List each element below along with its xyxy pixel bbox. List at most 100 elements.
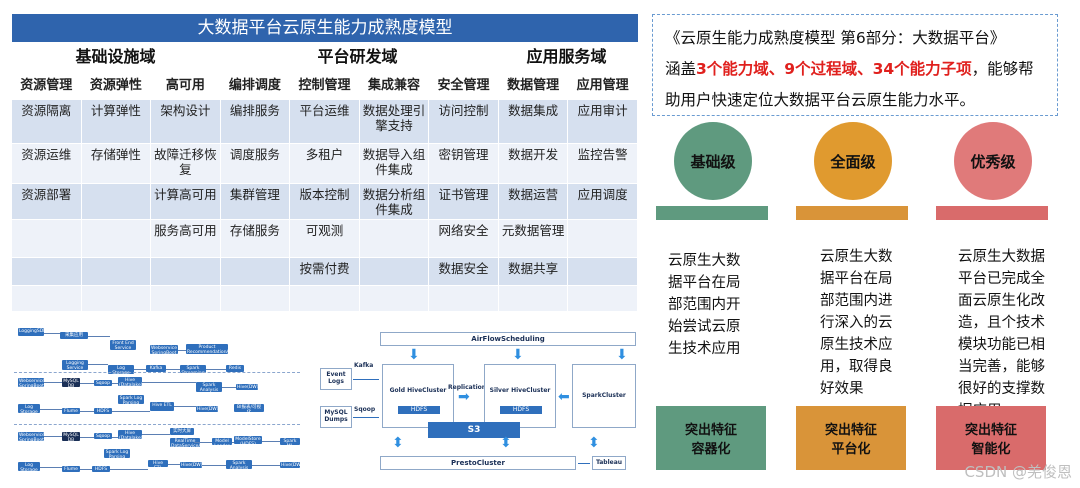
column-header: 集成兼容 [359,72,430,100]
pipeline-node: Spark Streaming [180,365,206,376]
pipeline-node: Spark ML [280,438,300,449]
up-down-arrow-icon: ⬍ [588,435,600,451]
pipeline-node: Hive(DW) [196,406,219,412]
connector-line [88,336,110,337]
level-circle: 优秀级 [954,122,1032,200]
column-header: 控制管理 [290,72,360,100]
table-cell [81,184,152,220]
table-cell: 计算高可用 [151,184,221,220]
pipeline-node: Log Storage [18,404,40,415]
description-line1: 《云原生能力成熟度模型 第6部分：大数据平台》 [665,29,1006,47]
connector-line [262,441,280,442]
event-logs-box: Event Logs [320,368,352,390]
connector-line [353,379,379,380]
table-cell: 存储服务 [220,220,291,258]
table-cell [359,258,430,286]
silver-label: Silver HiveCluster [489,387,551,394]
level-bar [656,206,768,220]
watermark: CSDN @羌俊恩 [964,463,1072,481]
scheduler-box: AirFlowScheduling [380,332,636,346]
table-cell: 数据分析组件集成 [359,184,430,220]
table-cell: 应用审计 [568,100,638,144]
connector-line [40,409,62,410]
description-highlight: 3个能力域、9个过程域、34个能力子项 [696,60,972,78]
table-cell: 数据安全 [429,258,499,286]
pipeline-node: Spark Log Parsing [104,449,130,460]
connector-line [166,369,180,370]
pipeline-node: Spark Analysis [196,382,222,393]
replication-label: Replication [448,384,487,391]
connector-line [232,442,234,443]
table-cell [12,258,82,286]
table-cell [81,220,152,258]
domain-application: 应用服务域 [496,42,638,72]
pipeline-node: Kafka [146,365,166,372]
sparkcluster-box: SparkCluster [572,364,636,428]
pipeline-node: Front End Service [110,340,136,351]
level-feature: 突出特征智能化 [936,406,1046,470]
table-cell [429,286,499,312]
connector-line [194,442,212,443]
cluster-architecture: AirFlowScheduling ⬇ ⬇ ⬇ Event Logs MySQL… [320,332,640,482]
connector-line [142,382,196,383]
section-divider [14,372,300,373]
pipeline-node: Hive(DW) [180,462,203,468]
level-description: 云原生大数据平台在局部范围内开始尝试云原生技术应用 [668,253,741,357]
feature-title: 突出特征 [964,423,1017,438]
pipeline-node: Hive ETL [150,402,174,411]
pipeline-node: Hive (Datalake) [118,377,143,388]
connector-line [252,465,280,466]
connector-line [206,369,226,370]
pipeline-node: Webservice SpringBoot [150,345,178,356]
column-header: 应用管理 [568,72,638,100]
table-cell: 版本控制 [290,184,360,220]
level-feature: 突出特征容器化 [656,406,766,470]
table-cell: 数据开发 [498,144,569,184]
connector-line [80,437,94,438]
connector-line [44,436,62,437]
connector-line [134,369,146,370]
table-cell: 数据处理引擎支持 [359,100,430,144]
connector-line [578,463,590,464]
level-circle: 全面级 [814,122,892,200]
table-cell: 证书管理 [429,184,499,220]
down-arrow-icon: ⬇ [408,347,420,363]
right-arrow-icon: ➡ [458,389,470,405]
table-cell [220,258,291,286]
pipeline-node: HDFS [92,466,110,472]
table-cell: 按需付费 [290,258,360,286]
level-description: 云原生大数据平台已完成全面云原生化改造，且个技术模块功能已相当完善，能够很好的支… [958,249,1045,419]
feature-title: 突出特征 [824,423,877,438]
connector-line [168,464,180,465]
pipeline-node: Product RecommendationAPI [186,344,234,355]
table-cell: 计算弹性 [81,100,152,144]
connector-line [44,382,62,383]
connector-line [112,437,118,438]
feature-value: 容器化 [691,442,731,457]
maturity-table: 大数据平台云原生能力成熟度模型 基础设施域 平台研发域 应用服务域 资源管理资源… [12,14,638,312]
feature-value: 智能化 [971,442,1011,457]
pipeline-node: MySQL DB [62,378,80,389]
up-down-arrow-icon: ⬍ [500,435,512,451]
table-cell [151,258,221,286]
table-cell: 平台运维 [290,100,360,144]
connector-line [174,406,196,407]
connector-line [40,467,62,468]
table-cell: 访问控制 [429,100,499,144]
table-cell [12,286,82,312]
pipeline-node: 采集应用 [60,332,88,339]
table-cell: 存储弹性 [81,144,152,184]
pipeline-node: Log Storage [18,462,40,473]
table-cell: 编排服务 [220,100,291,144]
pipeline-node: Redis [226,365,244,372]
connector-line [142,434,170,435]
table-cell [151,286,221,312]
table-cell: 故障迁移恢复 [151,144,221,184]
pipeline-node: Sqoop [94,433,112,439]
down-arrow-icon: ⬇ [512,347,524,363]
up-down-arrow-icon: ⬍ [392,435,404,451]
pipeline-node: Spark Analysis [226,460,252,471]
table-cell: 应用调度 [568,184,638,220]
column-header: 资源管理 [12,72,82,100]
table-cell: 多租户 [290,144,360,184]
